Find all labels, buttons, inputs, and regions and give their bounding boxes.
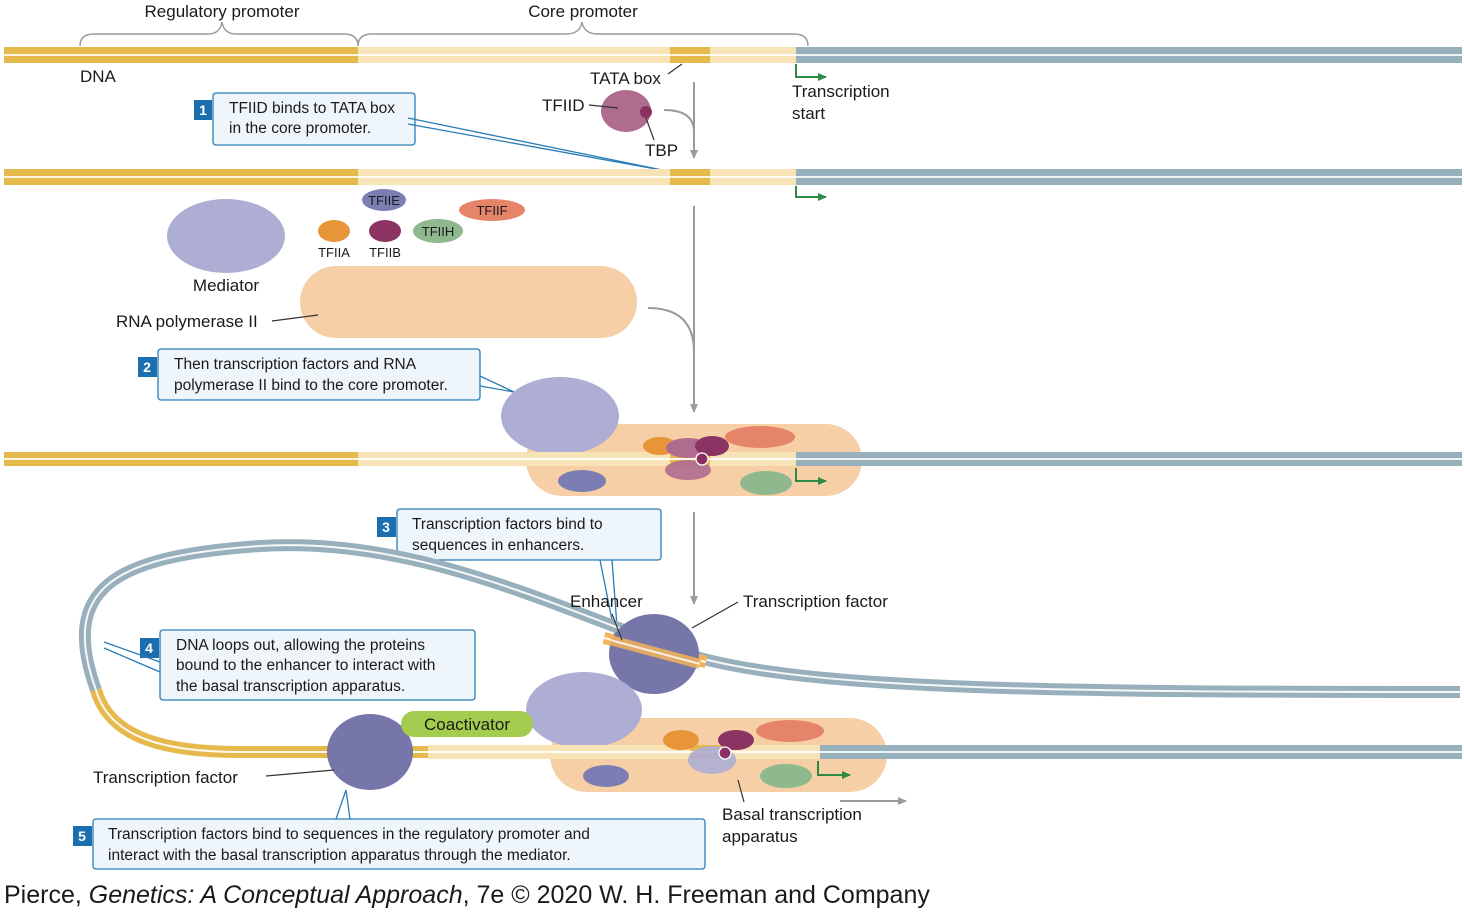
step-2-line-2: polymerase II bind to the core promoter. [174,377,448,394]
dna-row-final [428,745,1462,759]
step-1: 1 TFIID binds to TATA box in the core pr… [194,92,673,173]
tfiia-protein [318,220,350,242]
mediator-bound [501,377,619,455]
enhancer-label: Enhancer [570,592,643,611]
tfiih-protein [413,219,463,243]
step-5-line-1: Transcription factors bind to sequences … [108,826,590,843]
step-4-line-2: bound to the enhancer to interact with [176,657,435,674]
regulatory-promoter-brace [79,21,359,47]
credit-prefix: Pierce, [4,881,89,909]
tfiif-protein [459,199,525,221]
tbp-final [718,746,732,760]
mediator-label: Mediator [193,276,259,295]
tfiid-label: TFIID [542,96,585,115]
basal-apparatus-label-line1: Basal transcription [722,805,862,824]
step-1-line-1: TFIID binds to TATA box [229,100,395,117]
rna-polymerase-ii [300,266,637,338]
step-4-number: 4 [145,640,153,656]
step-3-line-1: Transcription factors bind to [412,516,603,533]
credit-title: Genetics: A Conceptual Approach [89,881,463,909]
rna-polymerase-ii-label: RNA polymerase II [116,312,258,331]
transcription-start-label-line2: start [792,104,825,123]
step-5-number: 5 [78,828,86,844]
tfiif-label: TFIIF [476,203,507,218]
tfiif-final [756,720,824,742]
transcription-factor-label-bottom: Transcription factor [93,768,238,787]
dna-label: DNA [80,67,117,86]
tbp-protein [640,106,652,118]
dna-row-1 [4,47,1462,63]
step-4-line-3: the basal transcription apparatus. [176,678,405,695]
step-1-line-2: in the core promoter. [229,120,371,137]
tbp-label: TBP [645,141,678,160]
tfiie-label: TFIIE [368,193,400,208]
tfiib-bound [695,436,729,456]
step-4-box [159,629,476,701]
step-3-number: 3 [382,519,390,535]
step-2-number: 2 [143,359,151,375]
step-5: 5 Transcription factors bind to sequence… [73,789,706,870]
tfiib-final [718,730,754,750]
regulatory-promoter-label: Regulatory promoter [145,2,300,21]
mediator-final [526,672,642,748]
step-1-badge [194,100,212,120]
tfiia-label: TFIIA [318,245,350,260]
step-3-badge [377,517,396,537]
dna-row-2 [4,169,1462,201]
coactivator-label: Coactivator [424,715,510,734]
step-5-badge [73,826,92,846]
tbp-bound [695,452,709,466]
step-4: 4 DNA loops out, allowing the proteins b… [103,629,476,701]
regulatory-transcription-factor [327,714,413,790]
step-3-line-2: sequences in enhancers. [412,537,584,554]
tfiie-bound [558,470,606,492]
step-5-box [92,818,706,870]
step-3: 3 Transcription factors bind to sequence… [377,508,662,641]
step-2-box [157,348,481,401]
tfiid-protein [601,90,651,132]
core-promoter-brace [357,21,809,47]
transcription-start-label-line1: Transcription [792,82,890,101]
step-5-line-2: interact with the basal transcription ap… [108,847,571,864]
step-2: 2 Then transcription factors and RNA pol… [138,348,515,401]
tfiih-label: TFIIH [422,224,455,239]
dna-row-3 [4,452,1462,466]
tfiib-protein [369,220,401,242]
tfiib-label: TFIIB [369,245,401,260]
mediator-protein [167,199,285,273]
step-4-badge [140,638,159,658]
credit-suffix: , 7e © 2020 W. H. Freeman and Company [463,881,931,909]
step-2-badge [138,357,157,377]
tata-box-label: TATA box [590,69,661,88]
transcription-start-arrow [795,64,827,81]
credit-line: Pierce, Genetics: A Conceptual Approach,… [4,881,930,909]
tfiih-final [760,764,812,788]
tfiie-protein [362,189,406,211]
tfiih-bound [740,471,792,495]
step-2-line-1: Then transcription factors and RNA [174,356,417,373]
step-4-line-1: DNA loops out, allowing the proteins [176,637,425,654]
tfiif-bound [725,426,795,448]
step-1-number: 1 [199,102,207,118]
coactivator [401,711,533,737]
tfiia-final [663,730,699,750]
tfiie-final [583,765,629,787]
core-promoter-label: Core promoter [528,2,638,21]
basal-apparatus-label-line2: apparatus [722,827,798,846]
transcription-factor-label-top: Transcription factor [743,592,888,611]
step-3-box [396,508,662,561]
